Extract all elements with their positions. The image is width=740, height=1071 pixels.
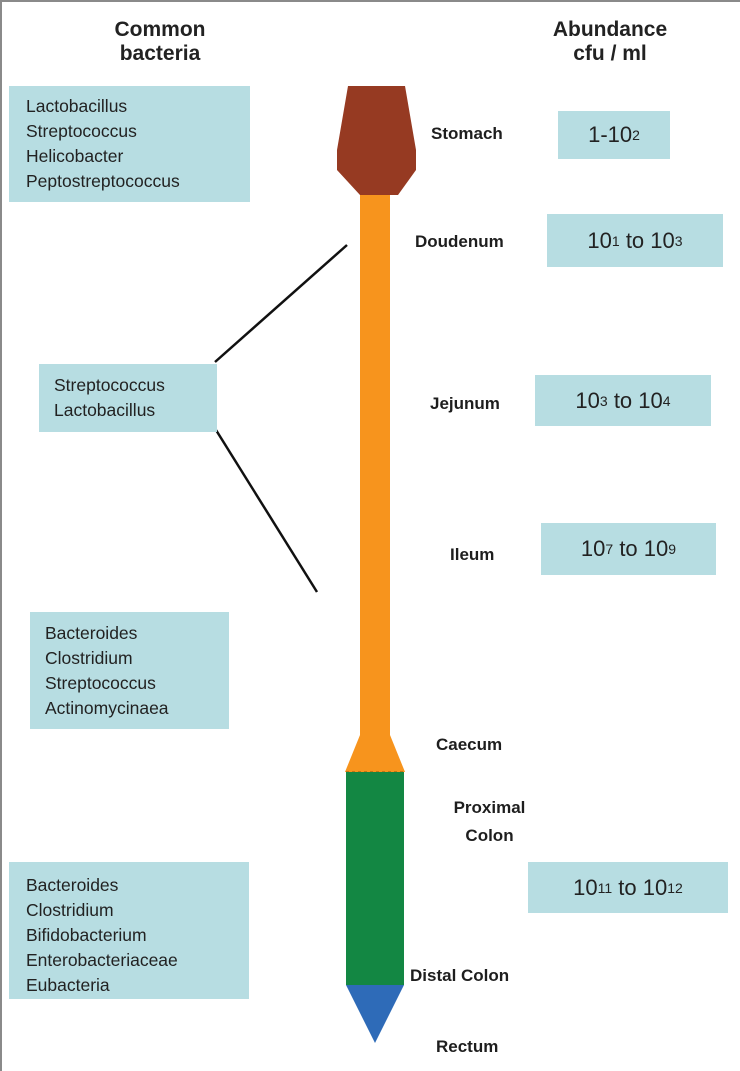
bacteria-name: Actinomycinaea — [45, 696, 229, 721]
bacteria-box-colon: Bacteroides Clostridium Bifidobacterium … — [9, 862, 249, 999]
segment-label-jejunum: Jejunum — [430, 392, 500, 416]
abundance-to: to — [620, 228, 651, 254]
bacteria-name: Helicobacter — [26, 144, 250, 169]
segment-label-ileum: Ileum — [450, 543, 494, 567]
connector-line-lower — [216, 430, 317, 592]
abundance-base: 10 — [573, 875, 597, 901]
bacteria-name: Streptococcus — [45, 671, 229, 696]
abundance-base: 10 — [575, 388, 599, 414]
segment-label-doudenum: Doudenum — [415, 230, 504, 254]
bacteria-name: Bacteroides — [26, 873, 249, 898]
abundance-to: to — [613, 536, 644, 562]
bacteria-box-stomach: Lactobacillus Streptococcus Helicobacter… — [9, 86, 250, 202]
bacteria-box-ileum-caecum: Bacteroides Clostridium Streptococcus Ac… — [30, 612, 229, 729]
bacteria-name: Streptococcus — [54, 373, 217, 398]
abundance-to: to — [612, 875, 643, 901]
rectum-shape — [346, 985, 404, 1043]
bacteria-name: Streptococcus — [26, 119, 250, 144]
abundance-base: 10 — [587, 228, 611, 254]
bacteria-name: Clostridium — [26, 898, 249, 923]
abundance-base: 10 — [581, 536, 605, 562]
bacteria-name: Clostridium — [45, 646, 229, 671]
small-intestine-shape — [360, 195, 390, 735]
stomach-shape — [337, 86, 416, 195]
abundance-base: 10 — [650, 228, 674, 254]
segment-label-distal-colon: Distal Colon — [410, 964, 509, 988]
colon-shape — [346, 772, 404, 985]
abundance-base: 10 — [643, 875, 667, 901]
bacteria-name: Peptostreptococcus — [26, 169, 250, 194]
caecum-shape — [345, 735, 405, 772]
abundance-base: 10 — [638, 388, 662, 414]
bacteria-name: Bifidobacterium — [26, 923, 249, 948]
connector-line-upper — [215, 245, 347, 362]
abundance-base: 1-10 — [588, 122, 632, 148]
segment-label-rectum: Rectum — [436, 1035, 498, 1059]
bacteria-box-small-intestine: Streptococcus Lactobacillus — [39, 364, 217, 432]
bacteria-name: Lactobacillus — [54, 398, 217, 423]
bacteria-name: Enterobacteriaceae — [26, 948, 249, 973]
segment-label-caecum: Caecum — [436, 733, 502, 757]
segment-label-stomach: Stomach — [431, 122, 503, 146]
abundance-base: 10 — [644, 536, 668, 562]
segment-label-proximal-colon: Proximal Colon — [437, 794, 542, 850]
abundance-to: to — [608, 388, 639, 414]
bacteria-name: Lactobacillus — [26, 94, 250, 119]
bacteria-name: Bacteroides — [45, 621, 229, 646]
bacteria-name: Eubacteria — [26, 973, 249, 998]
